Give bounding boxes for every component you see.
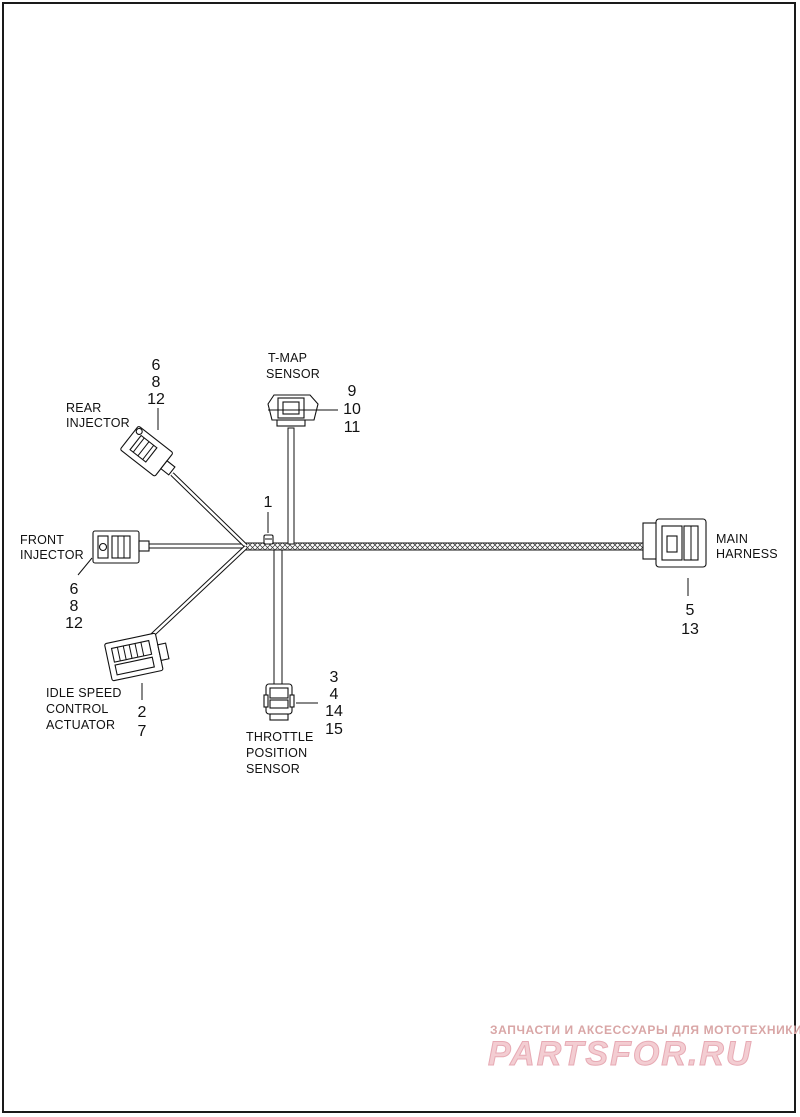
- callout-tps-4: 15: [325, 721, 343, 738]
- label-tmap-2: SENSOR: [266, 367, 320, 381]
- callout-rear-1: 6: [152, 357, 161, 374]
- label-main-harness-1: MAIN: [716, 532, 748, 546]
- label-idle-1: IDLE SPEED: [46, 686, 122, 700]
- callout-tps-2: 4: [330, 686, 339, 703]
- label-tmap-1: T-MAP: [268, 351, 307, 365]
- callout-numbers: 6 8 12 9 10 11 1 6 8 12 5 13 2 7 3 4 14 …: [65, 357, 699, 740]
- rear-injector-connector: [120, 426, 176, 477]
- callout-rear-2: 8: [152, 374, 161, 391]
- callout-idle-2: 7: [138, 723, 147, 740]
- tps-wire: [273, 549, 283, 685]
- label-front-injector-2: INJECTOR: [20, 548, 84, 562]
- leader-lines: [77, 408, 689, 704]
- harness-wires: [144, 427, 647, 685]
- watermark: ЗАПЧАСТИ И АКСЕССУАРЫ ДЛЯ МОТОТЕХНИКИ PA…: [488, 1023, 800, 1074]
- front-injector-connector: [92, 530, 150, 564]
- label-rear-injector-1: REAR: [66, 401, 102, 415]
- callout-tps-1: 3: [330, 669, 339, 686]
- label-rear-injector-2: INJECTOR: [66, 416, 130, 430]
- idle-speed-actuator-connector: [104, 632, 170, 682]
- callout-front-1: 6: [70, 581, 79, 598]
- main-harness-connector: [642, 518, 707, 568]
- label-front-injector-1: FRONT: [20, 533, 64, 547]
- label-tps-2: POSITION: [246, 746, 307, 760]
- front-injector-wire: [147, 543, 247, 549]
- callout-junction: 1: [264, 494, 273, 511]
- main-trunk-braided: [245, 542, 647, 551]
- callout-tps-3: 14: [325, 703, 343, 720]
- callout-front-3: 12: [65, 615, 83, 632]
- label-main-harness-2: HARNESS: [716, 547, 778, 561]
- callout-tmap-3: 11: [344, 419, 361, 436]
- callout-main-2: 13: [681, 621, 699, 638]
- callout-front-2: 8: [70, 598, 79, 615]
- label-idle-3: ACTUATOR: [46, 718, 115, 732]
- callout-idle-1: 2: [138, 704, 147, 721]
- callout-tmap-2: 10: [343, 401, 361, 418]
- watermark-logo: PARTSFOR.RU: [488, 1035, 752, 1073]
- label-tps-3: SENSOR: [246, 762, 300, 776]
- tmap-sensor-wire: [287, 427, 295, 545]
- watermark-tagline: ЗАПЧАСТИ И АКСЕССУАРЫ ДЛЯ МОТОТЕХНИКИ: [490, 1023, 800, 1037]
- callout-rear-3: 12: [147, 391, 165, 408]
- callout-tmap-1: 9: [348, 383, 357, 400]
- component-labels: REAR INJECTOR T-MAP SENSOR FRONT INJECTO…: [20, 351, 778, 776]
- label-tps-1: THROTTLE: [246, 730, 314, 744]
- label-idle-2: CONTROL: [46, 702, 109, 716]
- tmap-sensor-connector: [267, 394, 319, 427]
- callout-main-1: 5: [686, 602, 695, 619]
- tps-connector: [263, 683, 295, 721]
